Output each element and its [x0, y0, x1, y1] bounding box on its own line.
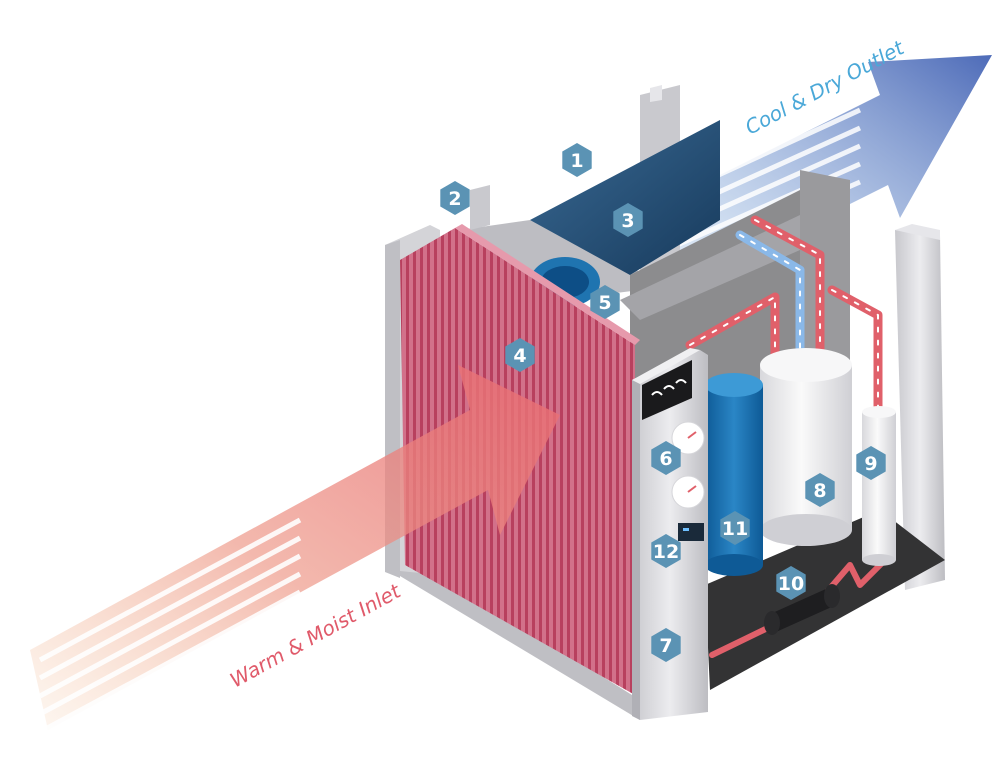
badge-5: 5 [590, 285, 620, 319]
terminal-block [642, 360, 692, 420]
control-display [678, 523, 704, 541]
badge-hexagon [651, 441, 681, 475]
badge-1: 1 [562, 143, 592, 177]
inlet-flow-arrow [30, 365, 560, 753]
receiver-tank [862, 406, 896, 566]
badge-number: 7 [659, 635, 672, 657]
water-tank [705, 373, 763, 576]
filter-panel [530, 120, 720, 275]
badge-number: 6 [659, 448, 672, 470]
badge-hexagon [776, 566, 806, 600]
badge-10: 10 [776, 566, 806, 600]
badge-6: 6 [651, 441, 681, 475]
badge-7: 7 [651, 628, 681, 662]
badge-number: 9 [864, 453, 877, 475]
badge-number: 5 [598, 292, 611, 314]
badge-9: 9 [856, 446, 886, 480]
badge-number: 11 [722, 518, 748, 540]
badge-number: 10 [778, 573, 804, 595]
badge-2: 2 [440, 181, 470, 215]
badge-hexagon [613, 203, 643, 237]
badge-hexagon [505, 338, 535, 372]
badge-11: 11 [720, 511, 750, 545]
badge-number: 4 [513, 345, 526, 367]
badge-number: 12 [653, 541, 679, 563]
badge-12: 12 [651, 534, 681, 568]
badge-4: 4 [505, 338, 535, 372]
badge-hexagon [562, 143, 592, 177]
badge-hexagon [651, 628, 681, 662]
badge-number: 3 [621, 210, 634, 232]
refrigerant-pipes [685, 215, 888, 658]
badge-8: 8 [805, 473, 835, 507]
badge-3: 3 [613, 203, 643, 237]
hot-pipe-middle [750, 215, 825, 375]
right-back-post [895, 230, 945, 590]
badge-number: 2 [448, 188, 461, 210]
compressor [760, 348, 852, 546]
filter-drier [764, 584, 840, 635]
badge-hexagon [651, 534, 681, 568]
badge-hexagon [720, 511, 750, 545]
badge-hexagon [856, 446, 886, 480]
badge-number: 1 [570, 150, 583, 172]
badge-hexagon [590, 285, 620, 319]
badge-hexagon [805, 473, 835, 507]
badge-number: 8 [813, 480, 826, 502]
badge-hexagon [440, 181, 470, 215]
front-control-post [632, 348, 708, 720]
